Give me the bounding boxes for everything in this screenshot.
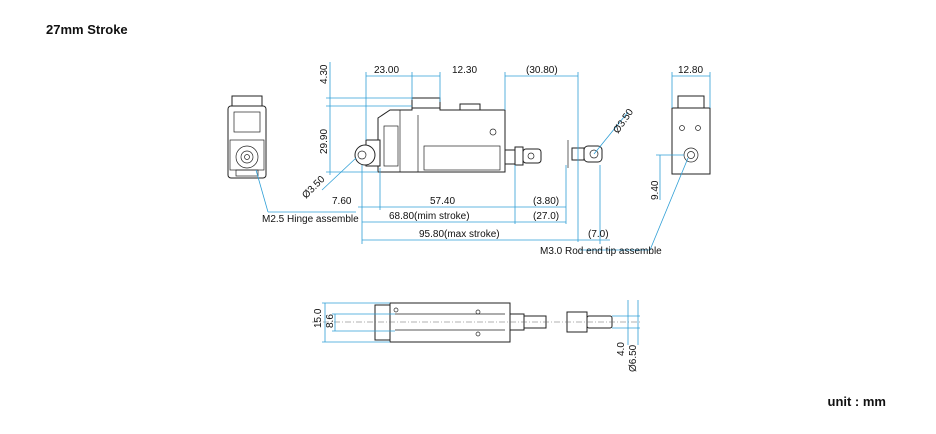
dim-68-80: 68.80(mim stroke) xyxy=(389,211,470,222)
dim-3-80: (3.80) xyxy=(533,196,559,207)
side-view-body xyxy=(354,97,542,173)
dim-95-80: 95.80(max stroke) xyxy=(419,229,500,240)
dim-57-40: 57.40 xyxy=(430,196,455,207)
dim-23-00: 23.00 xyxy=(374,65,399,76)
dim-29-90: 29.90 xyxy=(319,129,330,154)
dim-7-0: (7.0) xyxy=(588,229,609,240)
dim-7-60: 7.60 xyxy=(332,196,352,207)
left-end-view xyxy=(227,95,267,179)
bottom-view xyxy=(312,302,640,343)
dim-9-40: 9.40 xyxy=(650,180,661,200)
right-end-view xyxy=(671,95,711,175)
dim-4-30: 4.30 xyxy=(319,64,330,84)
dim-27-0: (27.0) xyxy=(533,211,559,222)
dim-30-80: (30.80) xyxy=(526,65,558,76)
dim-12-30: 12.30 xyxy=(452,65,477,76)
drawing-title: 27mm Stroke xyxy=(46,22,128,37)
hinge-label: M2.5 Hinge assemble xyxy=(262,214,359,225)
dimension-lines xyxy=(255,62,711,345)
rod-end-side xyxy=(567,140,603,168)
unit-label: unit : mm xyxy=(827,394,887,409)
dim-dia-3-50-right: Ø3.50 xyxy=(611,107,636,136)
dim-dia-3-50-left: Ø3.50 xyxy=(300,174,327,201)
dim-15-0: 15.0 xyxy=(313,308,324,328)
dim-8-6: 8.6 xyxy=(325,314,336,328)
rod-end-label: M3.0 Rod end tip assemble xyxy=(540,246,662,257)
dim-4-0: 4.0 xyxy=(616,342,627,356)
dim-12-80: 12.80 xyxy=(678,65,703,76)
dim-dia-6-50: Ø6.50 xyxy=(628,344,639,372)
